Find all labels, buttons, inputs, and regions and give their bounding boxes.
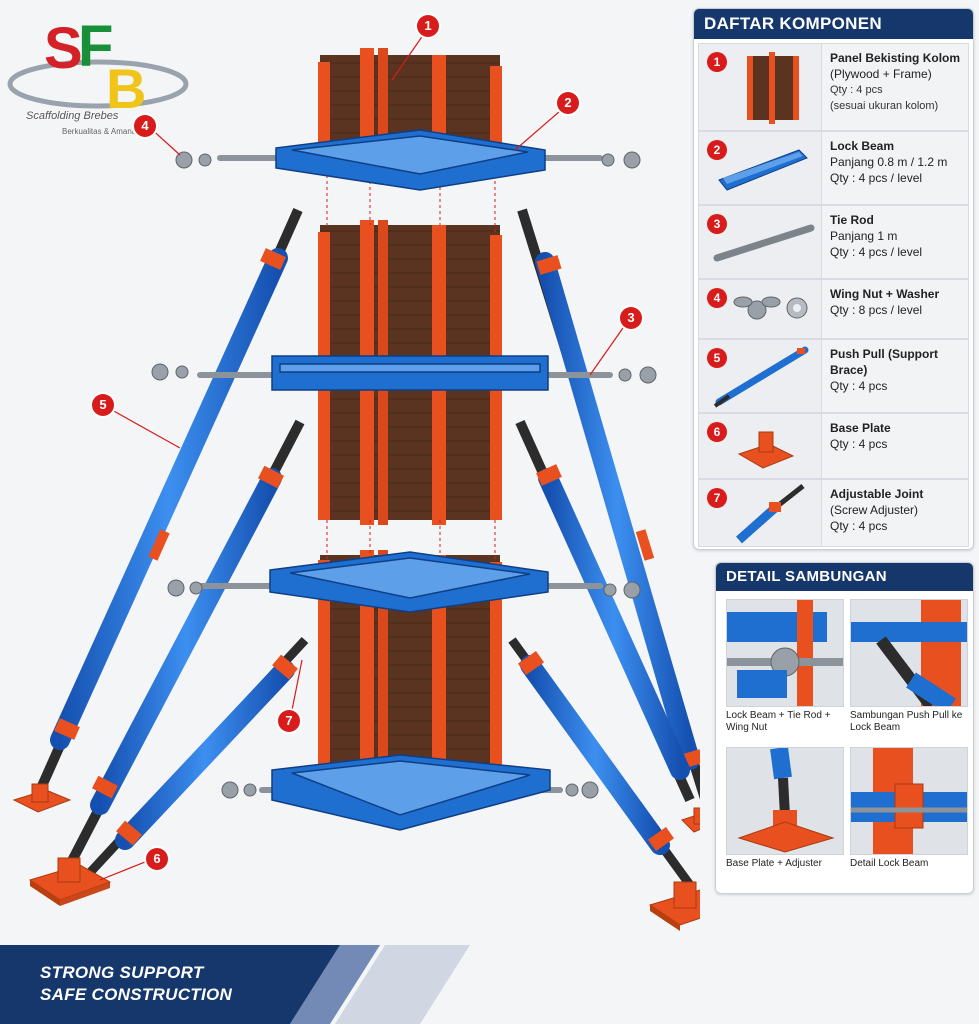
push-pull-brace-left-low — [81, 636, 309, 882]
footer-line-1: STRONG SUPPORT — [40, 963, 204, 982]
svg-text:B: B — [106, 57, 146, 120]
component-number: 7 — [707, 488, 727, 508]
detail-base-plate-adjuster: Base Plate + Adjuster — [726, 746, 844, 870]
detail-image — [726, 599, 844, 707]
base-plate-front-left — [28, 857, 112, 906]
base-plate-back-right — [681, 807, 700, 833]
component-title: Wing Nut + Washer — [830, 287, 940, 301]
component-title: Tie Rod — [830, 213, 874, 227]
svg-text:S: S — [44, 16, 83, 81]
components-panel-title: DAFTAR KOMPONEN — [694, 9, 973, 39]
component-row-adjustable-joint: 7 Adjustable Joint (Screw Adjuster) Qty … — [698, 479, 969, 547]
component-line: Panjang 1 m — [830, 229, 898, 243]
base-plate-back-left — [12, 783, 72, 813]
component-line: Qty : 4 pcs — [830, 437, 888, 451]
footer-line-2: SAFE CONSTRUCTION — [40, 985, 233, 1004]
component-number: 5 — [707, 348, 727, 368]
lock-beam-frame-2 — [271, 355, 549, 391]
component-number: 6 — [707, 422, 727, 442]
push-pull-brace-left-inner — [57, 419, 305, 883]
detail-image — [726, 746, 844, 855]
wing-nut-icon — [699, 280, 822, 338]
detail-caption: Lock Beam + Tie Rod + Wing Nut — [726, 710, 831, 733]
lock-beam-frame-1 — [275, 129, 546, 191]
component-line: (Screw Adjuster) — [830, 503, 919, 517]
push-pull-brace-left-outer — [33, 207, 303, 798]
formwork-panel-icon — [699, 44, 822, 130]
callout-4: 4 — [134, 115, 156, 137]
detail-lock-beam-tie-rod: Lock Beam + Tie Rod + Wing Nut — [726, 599, 844, 734]
component-number: 2 — [707, 140, 727, 160]
component-line: Qty : 4 pcs — [830, 84, 883, 96]
component-line: Qty : 4 pcs / level — [830, 245, 923, 259]
component-line: Qty : 4 pcs — [830, 379, 888, 393]
detail-caption: Sambungan Push Pull ke Lock Beam — [850, 710, 963, 733]
component-row-lock-beam: 2 Lock Beam Panjang 0.8 m / 1.2 m Qty : … — [698, 131, 969, 205]
callout-2: 2 — [557, 92, 579, 114]
detail-caption: Base Plate + Adjuster — [726, 858, 822, 869]
component-row-tie-rod: 3 Tie Rod Panjang 1 m Qty : 4 pcs / leve… — [698, 205, 969, 279]
lock-beam-frame-4 — [271, 754, 551, 831]
detail-push-pull-connection: Sambungan Push Pull ke Lock Beam — [850, 599, 968, 734]
detail-caption: Detail Lock Beam — [850, 858, 929, 869]
component-title: Adjustable Joint — [830, 487, 924, 501]
callout-7: 7 — [278, 710, 300, 732]
detail-image — [850, 599, 968, 714]
callout-1: 1 — [417, 15, 439, 37]
component-title: Push Pull (Support Brace) — [830, 347, 938, 377]
brand-tagline: Berkualitas & Amanah — [62, 127, 141, 136]
push-pull-brace-right-low — [508, 637, 694, 888]
components-panel: DAFTAR KOMPONEN 1 Panel Bekisting Kolom … — [693, 8, 974, 550]
formwork-illustration — [12, 27, 700, 931]
push-pull-brace-right-inner — [515, 419, 695, 803]
callout-6: 6 — [146, 848, 168, 870]
component-line: Qty : 4 pcs / level — [830, 171, 923, 185]
callout-3: 3 — [620, 307, 642, 329]
callout-5: 5 — [92, 394, 114, 416]
detail-image — [850, 747, 968, 855]
push-pull-brace-right-outer — [517, 208, 700, 800]
detail-panel-title: DETAIL SAMBUNGAN — [716, 563, 973, 591]
component-title: Panel Bekisting Kolom — [830, 51, 961, 65]
component-line: (Plywood + Frame) — [830, 67, 932, 81]
component-number: 4 — [707, 288, 727, 308]
tie-rod-icon — [699, 206, 822, 278]
wing-nut-icon — [151, 151, 657, 799]
component-row-base-plate: 6 Base Plate Qty : 4 pcs — [698, 413, 969, 479]
component-title: Lock Beam — [830, 139, 895, 153]
component-line: (sesuai ukuran kolom) — [830, 100, 939, 112]
detail-lock-beam: Detail Lock Beam — [850, 747, 968, 870]
base-plate-front-right — [648, 881, 700, 931]
push-pull-icon — [699, 340, 822, 412]
sfb-logo: S F B — [7, 14, 189, 120]
lock-beam-frame-3 — [269, 551, 549, 613]
brand-name: Scaffolding Brebes — [26, 110, 119, 122]
component-line: Qty : 4 pcs — [830, 519, 888, 533]
callout-leaders — [99, 27, 631, 881]
component-line: Panjang 0.8 m / 1.2 m — [830, 155, 948, 169]
footer-banner — [0, 945, 470, 1024]
component-row-push-pull: 5 Push Pull (Support Brace) Qty : 4 pcs — [698, 339, 969, 413]
component-title: Base Plate — [830, 421, 891, 435]
component-row-wing-nut: 4 Wing Nut + Washer Qty : 8 pcs / level — [698, 279, 969, 339]
component-number: 3 — [707, 214, 727, 234]
component-number: 1 — [707, 52, 727, 72]
component-line: Qty : 8 pcs / level — [830, 303, 923, 317]
svg-text:F: F — [78, 14, 113, 79]
lock-beam-icon — [699, 132, 822, 204]
component-row-panel: 1 Panel Bekisting Kolom (Plywood + Frame… — [698, 43, 969, 131]
detail-panel: DETAIL SAMBUNGAN Lock Beam + Tie Rod + W… — [715, 562, 974, 894]
